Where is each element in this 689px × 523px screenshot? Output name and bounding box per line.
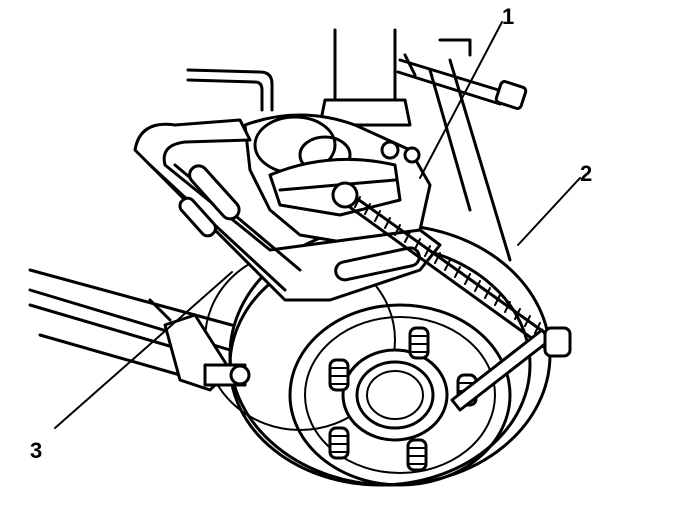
clamp-screw [331,181,572,356]
lug-stud [406,438,428,472]
t-handle [450,326,572,412]
brake-line [186,68,274,112]
support-lines [428,58,512,262]
lug-stud [408,326,430,360]
brake-caliper [243,113,432,247]
strut [318,28,412,127]
callout-1: 1 [502,4,514,29]
c-clamp-tool [133,118,442,302]
lug-stud [328,358,350,392]
lug-studs [328,326,478,472]
wheel-hub [341,348,449,442]
callout-leaders [54,21,581,429]
lug-stud [328,426,350,460]
callout-2: 2 [580,161,592,186]
brake-hose-fitting [148,298,251,392]
callout-3: 3 [30,438,42,463]
upper-rod [396,38,528,110]
